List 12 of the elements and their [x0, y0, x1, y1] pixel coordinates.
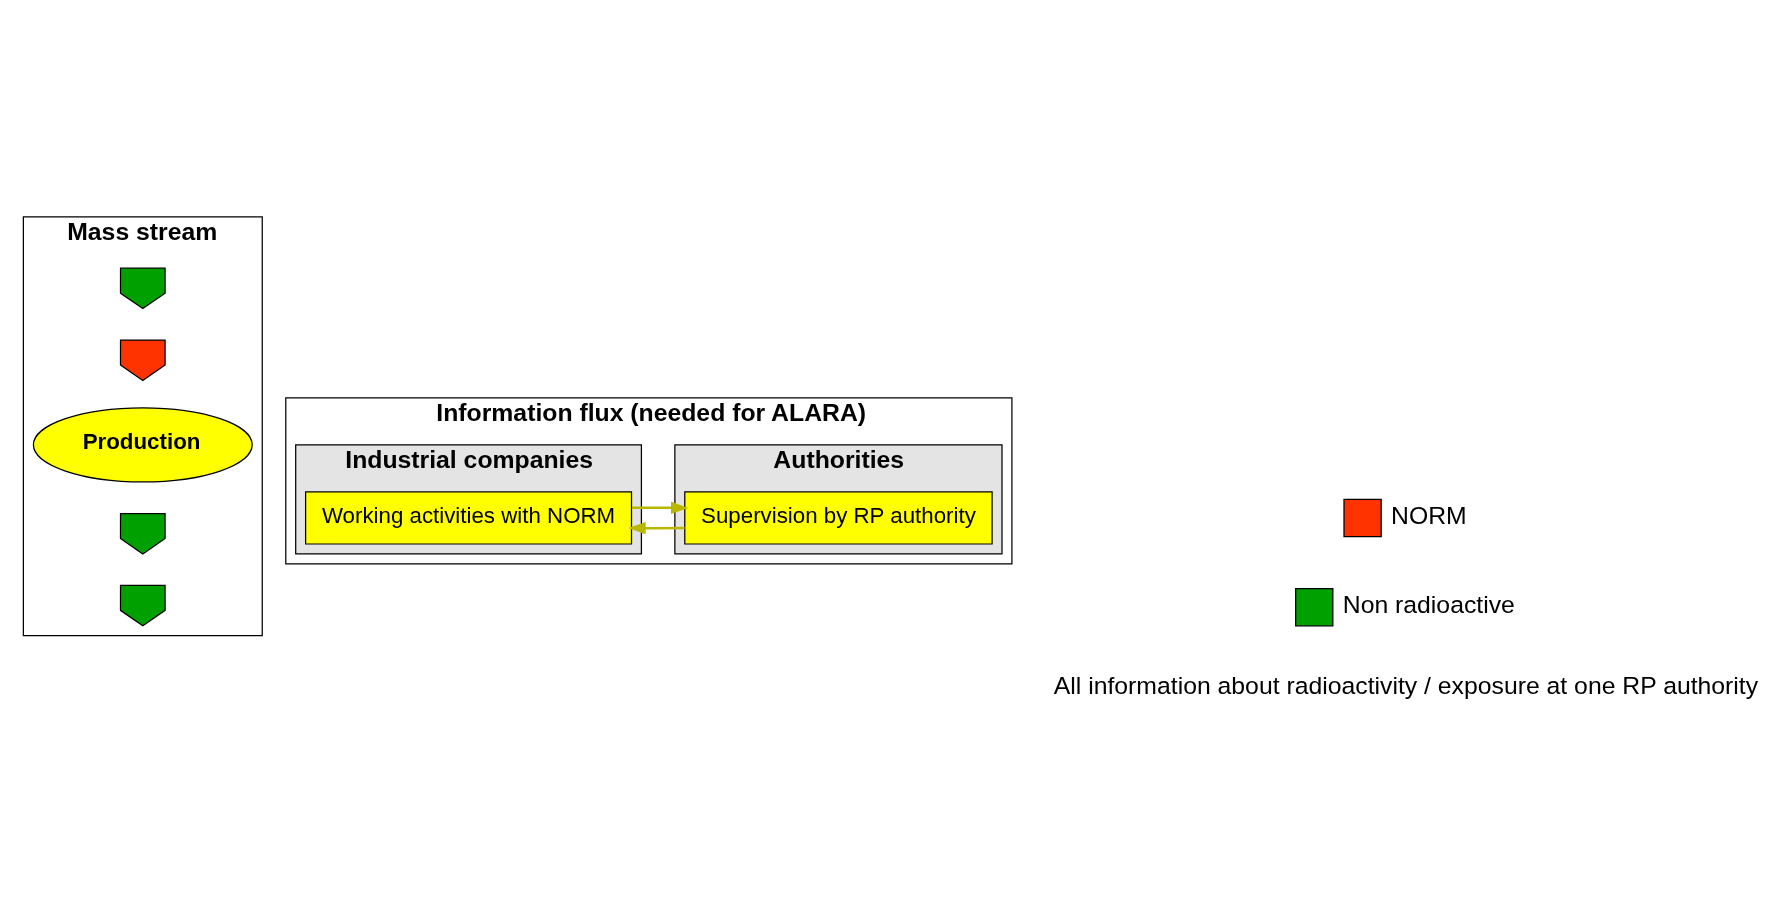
node-ellipse: Production: [32, 407, 253, 483]
node-box: Supervision by RP authority: [684, 491, 993, 545]
node-pentagon: [119, 339, 166, 382]
arrow: [632, 501, 689, 514]
node-box: Working activities with NORM: [305, 491, 633, 545]
node-pentagon: [119, 584, 166, 627]
node-pentagon: [119, 512, 166, 555]
arrow: [628, 522, 685, 535]
label: All information about radioactivity / exposure at one RP authority: [1053, 671, 1759, 699]
node-pentagon: [119, 267, 166, 310]
legend-label: Non radioactive: [1342, 591, 1515, 619]
legend-label: NORM: [1391, 502, 1467, 530]
